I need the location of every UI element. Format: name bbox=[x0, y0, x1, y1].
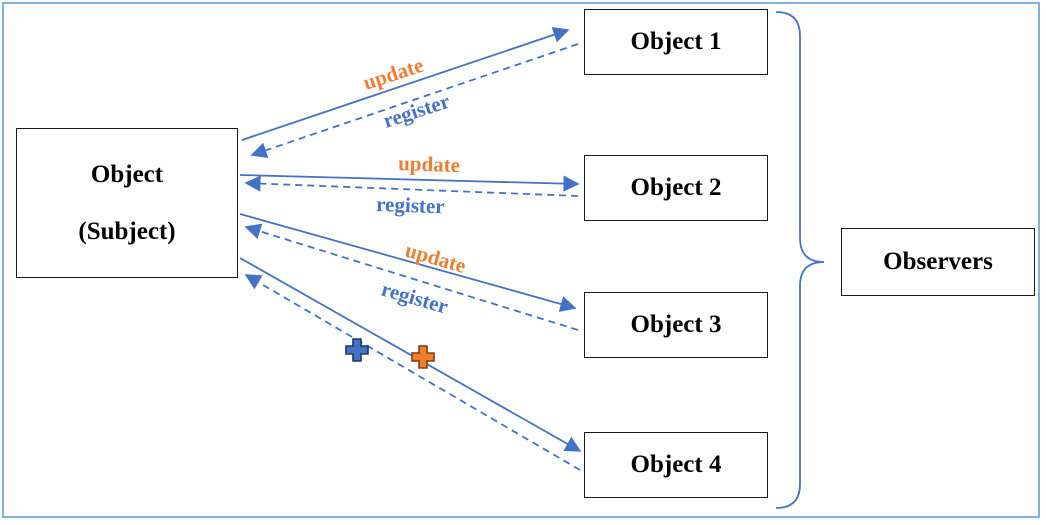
subject-title: Object bbox=[90, 161, 164, 188]
object-label: Object 3 bbox=[630, 311, 722, 338]
register-label-3: register bbox=[379, 277, 451, 319]
update-arrow-3 bbox=[239, 213, 577, 312]
plus-icon bbox=[345, 338, 369, 362]
register-label-1: register bbox=[380, 89, 452, 133]
subject-box: Object (Subject) bbox=[16, 128, 238, 278]
subject-subtitle: (Subject) bbox=[78, 218, 176, 245]
register-label-2: register bbox=[376, 192, 445, 218]
register-arrow-4 bbox=[244, 274, 581, 471]
observer-object-1: Object 1 bbox=[584, 9, 768, 75]
observers-box: Observers bbox=[841, 228, 1035, 296]
plus-icon bbox=[411, 345, 435, 369]
register-arrow-1 bbox=[250, 43, 579, 158]
object-label: Object 2 bbox=[630, 174, 722, 201]
register-arrow-3 bbox=[244, 223, 579, 331]
update-arrow-2 bbox=[239, 174, 580, 192]
update-label-3: update bbox=[403, 238, 469, 278]
update-label-2: update bbox=[398, 151, 461, 177]
observer-object-3: Object 3 bbox=[584, 292, 768, 358]
observer-object-2: Object 2 bbox=[584, 155, 768, 221]
object-label: Object 1 bbox=[630, 28, 722, 55]
object-label: Object 4 bbox=[630, 451, 722, 478]
observers-label: Observers bbox=[883, 248, 993, 275]
observer-object-4: Object 4 bbox=[584, 432, 768, 498]
observers-brace bbox=[775, 11, 825, 509]
register-arrow-2 bbox=[244, 175, 579, 197]
update-arrow-1 bbox=[241, 26, 570, 141]
update-arrow-4 bbox=[239, 257, 582, 452]
